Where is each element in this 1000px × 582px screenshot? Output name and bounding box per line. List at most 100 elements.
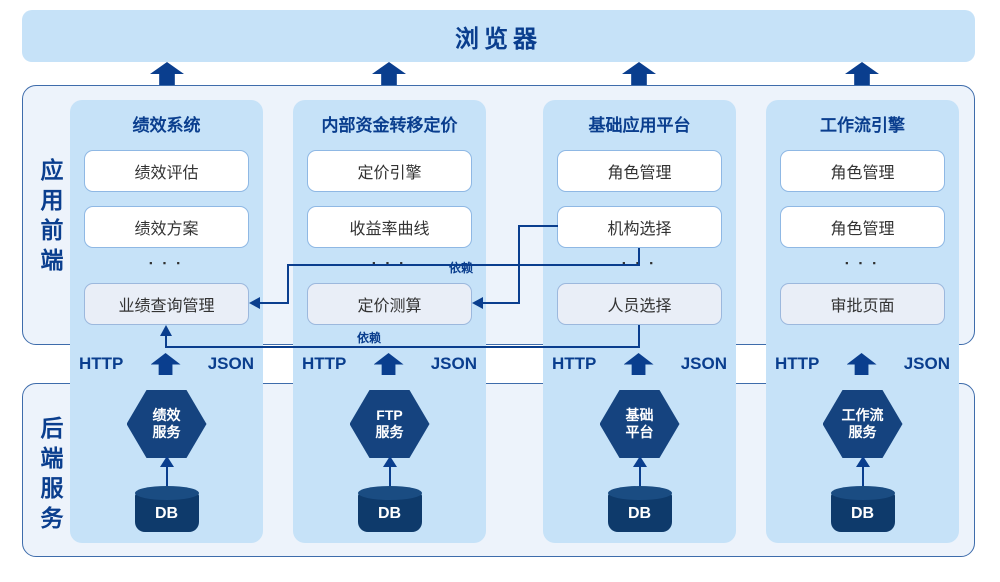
module-label: 角色管理	[607, 165, 672, 182]
http-label: HTTP	[302, 354, 347, 373]
column-title: 工作流引擎	[820, 116, 905, 135]
service-hexagon: 工作流 服务	[822, 390, 903, 458]
column-title: 绩效系统	[132, 116, 201, 135]
http-label: HTTP	[79, 354, 124, 373]
module-label: 绩效方案	[134, 221, 199, 238]
service-label: 绩效	[152, 407, 181, 423]
module-box: 绩效评估	[84, 150, 249, 192]
ellipsis: ▪ ▪ ▪	[845, 258, 880, 268]
service-label: 基础	[625, 407, 654, 423]
module-box-feature: 业绩查询管理	[84, 283, 249, 325]
database-cylinder: DB	[607, 486, 672, 532]
protocol-row: HTTP JSON	[302, 353, 477, 375]
dependency-label: 依赖	[357, 331, 382, 345]
module-label: 收益率曲线	[349, 221, 430, 238]
module-label: 人员选择	[607, 298, 672, 315]
service-label: FTP	[376, 407, 403, 423]
dependency-line	[260, 302, 289, 304]
db-label: DB	[850, 505, 875, 522]
db-label-box: DB	[134, 493, 199, 532]
db-cylinder-top	[134, 486, 199, 500]
module-label: 机构选择	[607, 221, 672, 238]
dependency-arrow-icon	[472, 297, 483, 309]
db-label: DB	[627, 505, 652, 522]
module-box: 绩效方案	[84, 206, 249, 248]
json-label: JSON	[680, 354, 727, 373]
module-box: 角色管理	[780, 206, 945, 248]
dependency-line	[638, 248, 640, 266]
ellipsis: ▪ ▪ ▪	[372, 258, 407, 268]
json-label: JSON	[207, 354, 254, 373]
service-hexagon: FTP 服务	[349, 390, 430, 458]
ellipsis: ▪ ▪ ▪	[149, 258, 184, 268]
database-cylinder: DB	[134, 486, 199, 532]
db-connector	[388, 466, 391, 490]
service-hexagon: 绩效 服务	[126, 390, 207, 458]
column-base-platform: 基础应用平台 角色管理 机构选择 ▪ ▪ ▪ 人员选择 HTTP JSON 基础…	[543, 100, 736, 543]
db-connector	[861, 466, 864, 490]
protocol-row: HTTP JSON	[775, 353, 950, 375]
column-title: 基础应用平台	[588, 116, 691, 135]
service-label: 工作流	[841, 407, 884, 423]
json-label: JSON	[430, 354, 477, 373]
module-box: 机构选择	[557, 206, 722, 248]
up-arrow-icon	[622, 62, 656, 85]
module-label: 绩效评估	[134, 165, 199, 182]
json-label: JSON	[903, 354, 950, 373]
http-label: HTTP	[775, 354, 820, 373]
module-box: 收益率曲线	[307, 206, 472, 248]
http-label: HTTP	[552, 354, 597, 373]
module-label: 定价引擎	[357, 165, 422, 182]
backend-panel-label: 后端服务	[37, 416, 63, 536]
db-cylinder-top	[357, 486, 422, 500]
up-arrow-icon	[150, 353, 181, 375]
service-label: 服务	[848, 424, 877, 440]
service-label: 平台	[625, 424, 654, 440]
db-up-arrow-icon	[159, 456, 174, 467]
module-label: 审批页面	[830, 298, 895, 315]
dependency-line	[287, 264, 289, 304]
up-arrow-icon	[372, 62, 406, 85]
db-cylinder-top	[830, 486, 895, 500]
dependency-line	[165, 335, 167, 348]
column-performance-system: 绩效系统 绩效评估 绩效方案 ▪ ▪ ▪ 业绩查询管理 HTTP JSON 绩效…	[70, 100, 263, 543]
up-arrow-icon	[845, 62, 879, 85]
db-up-arrow-icon	[632, 456, 647, 467]
up-arrow-icon	[846, 353, 877, 375]
module-label: 角色管理	[830, 221, 895, 238]
module-label: 角色管理	[830, 165, 895, 182]
column-ftp-pricing: 内部资金转移定价 定价引擎 收益率曲线 ▪ ▪ ▪ 定价测算 HTTP JSON…	[293, 100, 486, 543]
dependency-line	[518, 225, 558, 227]
dependency-label: 依赖	[449, 261, 474, 275]
db-up-arrow-icon	[382, 456, 397, 467]
service-label: 服务	[375, 424, 404, 440]
module-label: 业绩查询管理	[118, 298, 215, 315]
module-box: 角色管理	[557, 150, 722, 192]
column-workflow-engine: 工作流引擎 角色管理 角色管理 ▪ ▪ ▪ 审批页面 HTTP JSON 工作流…	[766, 100, 959, 543]
db-connector	[165, 466, 168, 490]
module-box-feature: 审批页面	[780, 283, 945, 325]
ellipsis: ▪ ▪ ▪	[622, 258, 657, 268]
up-arrow-icon	[150, 62, 184, 85]
up-arrow-icon	[373, 353, 404, 375]
database-cylinder: DB	[830, 486, 895, 532]
database-cylinder: DB	[357, 486, 422, 532]
db-label: DB	[377, 505, 402, 522]
db-label: DB	[154, 505, 179, 522]
column-title: 内部资金转移定价	[321, 116, 458, 135]
dependency-line	[483, 302, 519, 304]
db-connector	[638, 466, 641, 490]
dependency-line	[165, 346, 640, 348]
browser-bar: 浏览器	[22, 10, 975, 62]
module-box: 角色管理	[780, 150, 945, 192]
module-box-feature: 人员选择	[557, 283, 722, 325]
service-label: 服务	[152, 424, 181, 440]
service-hexagon: 基础 平台	[599, 390, 680, 458]
protocol-row: HTTP JSON	[79, 353, 254, 375]
frontend-panel-label: 应用前端	[37, 158, 63, 278]
browser-bar-label: 浏览器	[455, 25, 542, 53]
module-box: 定价引擎	[307, 150, 472, 192]
dependency-line	[287, 264, 640, 266]
protocol-row: HTTP JSON	[552, 353, 727, 375]
